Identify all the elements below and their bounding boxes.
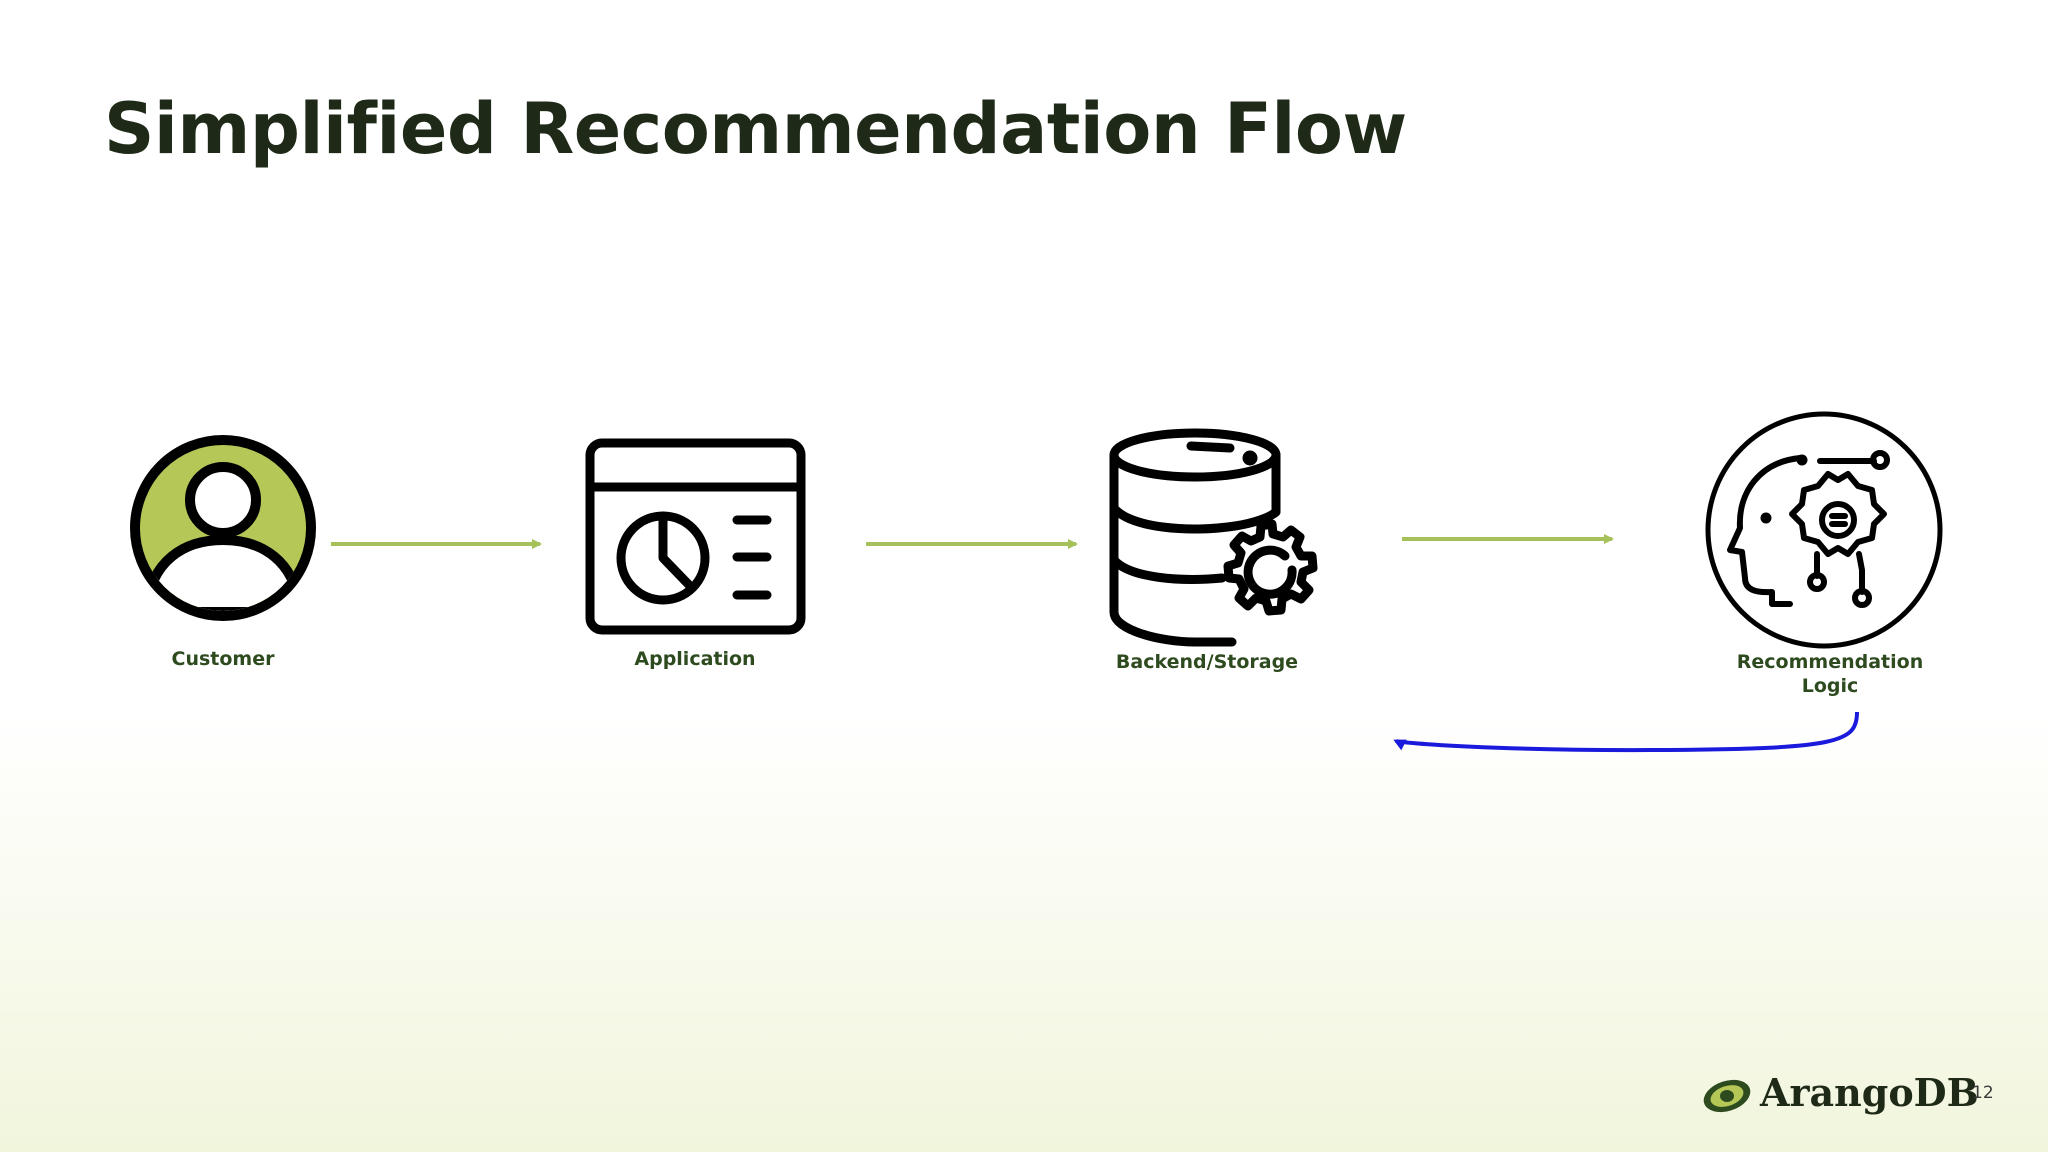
- database-gear-icon: [1109, 428, 1318, 647]
- avocado-icon: [1703, 1079, 1751, 1113]
- dashboard-window-icon: [585, 438, 806, 635]
- node-label-recommendation: Recommendation Logic: [1680, 650, 1980, 698]
- slide-title: Simplified Recommendation Flow: [104, 88, 1407, 170]
- node-label-recommendation-line2: Logic: [1801, 675, 1859, 697]
- arrow-recommendation-to-backend: [1393, 711, 1859, 753]
- node-label-application: Application: [634, 648, 756, 670]
- node-label-recommendation-line1: Recommendation: [1736, 651, 1924, 673]
- node-label-backend: Backend/Storage: [1115, 651, 1299, 673]
- user-avatar-icon: [130, 435, 316, 621]
- node-label-customer: Customer: [171, 648, 275, 670]
- ai-head-gear-icon: [1705, 411, 1943, 649]
- page-number: 12: [1972, 1083, 1994, 1103]
- brand-name: ArangoDB: [1760, 1070, 1979, 1115]
